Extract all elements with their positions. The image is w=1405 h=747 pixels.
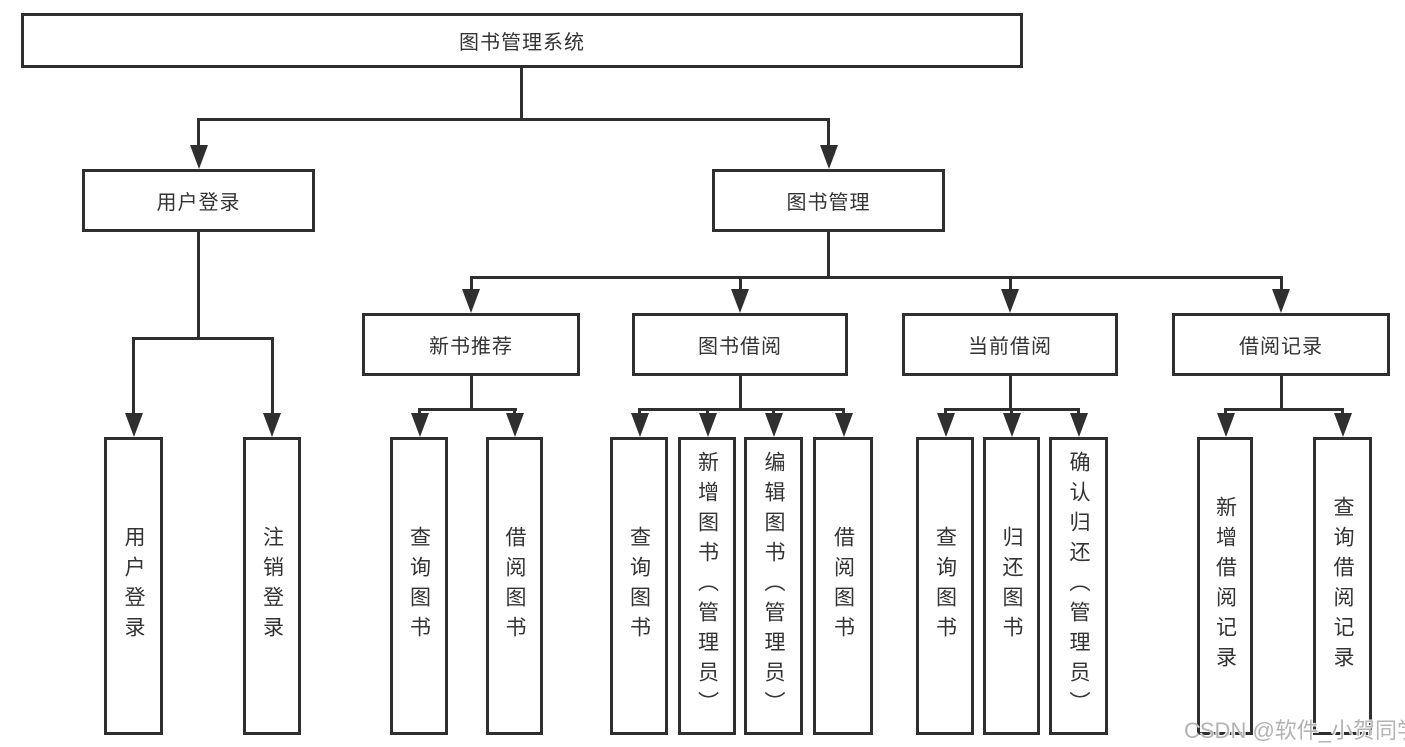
arrow-down-icon [263, 413, 281, 437]
connector-drop-leaf [842, 408, 845, 416]
connector-drop-leaf [1077, 408, 1080, 416]
connector-book-mgmt-stub [827, 230, 830, 278]
arrow-down-icon [1070, 413, 1088, 437]
connector-drop-leaf [944, 408, 947, 416]
connector-drop-leaf [513, 408, 516, 416]
connector-level3-branch [470, 276, 1283, 279]
node-leaf-query-book-3: 查询图书 [916, 437, 974, 735]
arrow-down-icon [631, 413, 649, 437]
arrow-down-icon [1334, 413, 1352, 437]
csdn-watermark: CSDN @软件_小贺同学 [1184, 718, 1405, 743]
connector-drop-leaf [638, 408, 641, 416]
node-leaf-confirm-return-admin: 确认归还（管理员） [1049, 437, 1108, 735]
arrow-down-icon [1272, 289, 1290, 313]
node-leaf-logout: 注销登录 [243, 437, 301, 735]
connector-drop-logout [271, 337, 274, 415]
connector-drop-login [132, 337, 135, 415]
connector-drop-leaf [1010, 408, 1013, 416]
node-leaf-borrow-book-2: 借阅图书 [813, 437, 873, 735]
connector-rec-stub [470, 374, 473, 411]
node-book-management: 图书管理 [712, 169, 945, 232]
arrow-down-icon [506, 413, 524, 437]
arrow-down-icon [835, 413, 853, 437]
node-leaf-edit-book-admin: 编辑图书（管理员） [744, 437, 803, 735]
connector-rec-branch [418, 408, 517, 411]
node-leaf-return-book: 归还图书 [983, 437, 1040, 735]
connector-user-login-stub [197, 230, 200, 339]
arrow-down-icon [125, 413, 143, 437]
node-leaf-user-login: 用户登录 [104, 437, 163, 735]
arrow-down-icon [699, 413, 717, 437]
connector-bb-branch [638, 408, 845, 411]
arrow-down-icon [820, 145, 838, 169]
arrow-down-icon [190, 145, 208, 169]
node-root: 图书管理系统 [21, 13, 1023, 68]
connector-br-branch [1224, 408, 1344, 411]
connector-drop-book-mgmt [827, 118, 830, 148]
connector-drop-leaf [418, 408, 421, 416]
node-book-borrowing: 图书借阅 [632, 313, 848, 376]
node-borrowing-records: 借阅记录 [1172, 313, 1390, 376]
connector-user-login-branch [132, 337, 274, 340]
node-leaf-query-book-2: 查询图书 [610, 437, 668, 735]
connector-drop-leaf [706, 408, 709, 416]
connector-drop-book-borrow [739, 276, 742, 291]
connector-cb-stub [1009, 374, 1012, 411]
node-leaf-add-borrow-record: 新增借阅记录 [1197, 437, 1253, 735]
node-leaf-add-book-admin: 新增图书（管理员） [678, 437, 736, 735]
connector-drop-user-login [197, 118, 200, 148]
connector-level2-branch [197, 118, 830, 121]
arrow-down-icon [731, 289, 749, 313]
connector-bb-stub [739, 374, 742, 411]
connector-root-stub [520, 66, 523, 120]
node-leaf-query-book-1: 查询图书 [390, 437, 448, 735]
connector-drop-new-book-rec [470, 276, 473, 291]
node-current-borrowing: 当前借阅 [902, 313, 1118, 376]
node-new-book-recommend: 新书推荐 [362, 313, 580, 376]
arrow-down-icon [1003, 413, 1021, 437]
connector-drop-leaf [772, 408, 775, 416]
arrow-down-icon [1217, 413, 1235, 437]
node-user-login: 用户登录 [82, 169, 315, 232]
arrow-down-icon [765, 413, 783, 437]
connector-drop-leaf [1224, 408, 1227, 416]
arrow-down-icon [411, 413, 429, 437]
node-leaf-query-borrow-record: 查询借阅记录 [1313, 437, 1372, 735]
connector-drop-current-borrow [1009, 276, 1012, 291]
arrow-down-icon [937, 413, 955, 437]
arrow-down-icon [462, 289, 480, 313]
connector-drop-borrow-record [1280, 276, 1283, 291]
arrow-down-icon [1001, 289, 1019, 313]
node-leaf-borrow-book-1: 借阅图书 [486, 437, 543, 735]
connector-br-stub [1280, 374, 1283, 411]
connector-drop-leaf [1341, 408, 1344, 416]
